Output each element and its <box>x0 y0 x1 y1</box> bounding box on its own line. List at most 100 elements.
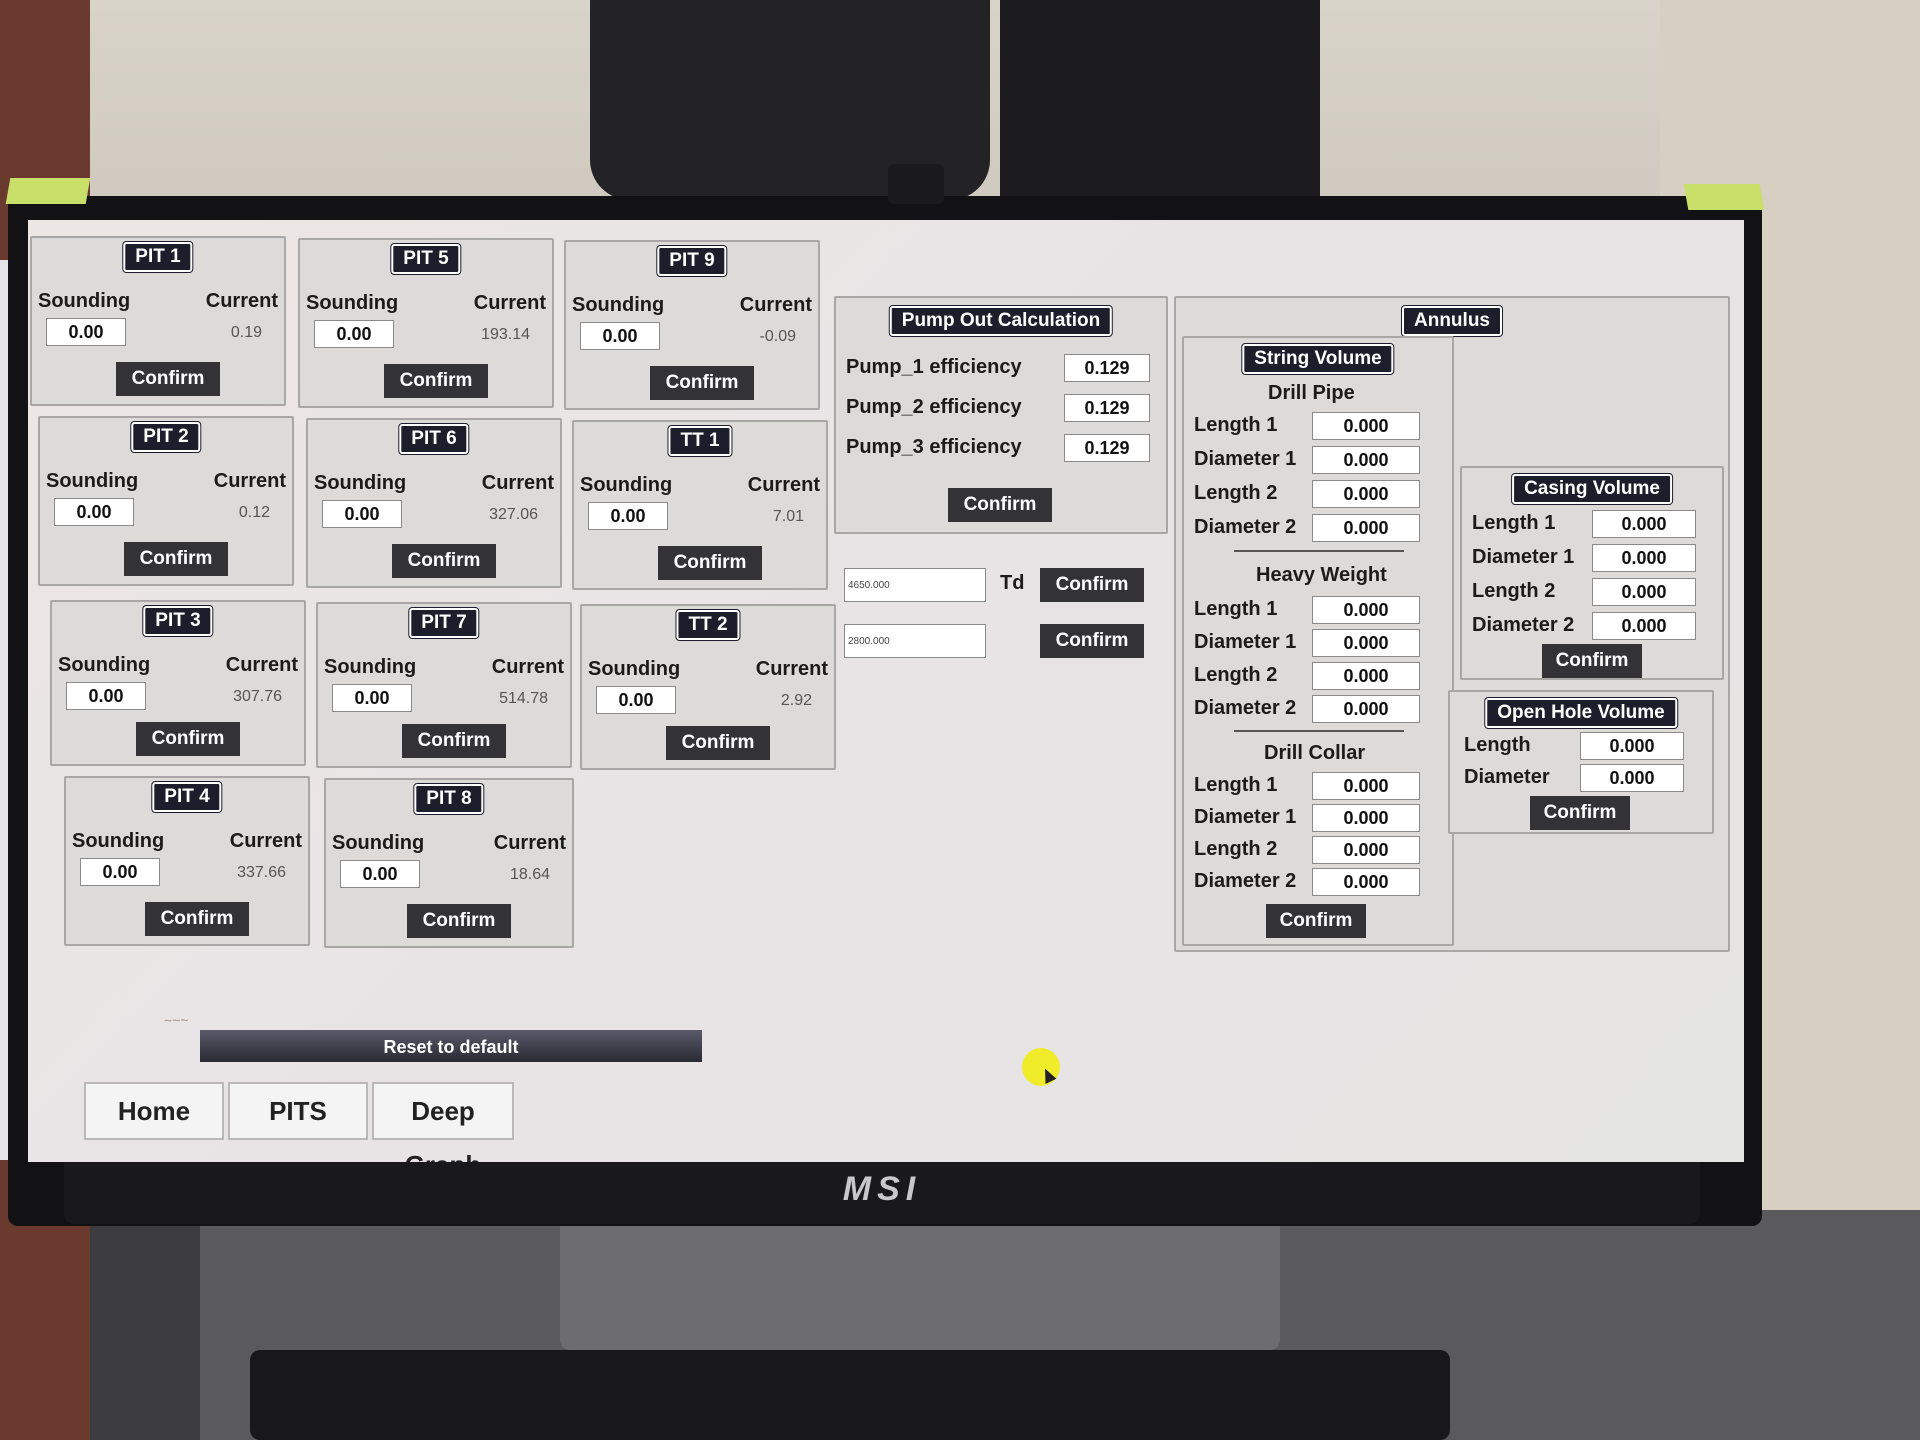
pump-2-input[interactable] <box>1064 394 1150 422</box>
cv-diameter-2-input[interactable] <box>1592 612 1696 640</box>
cv-length-1-input[interactable] <box>1592 510 1696 538</box>
pit-confirm-button[interactable]: Confirm <box>384 364 488 398</box>
pit-confirm-button[interactable]: Confirm <box>658 546 762 580</box>
pump-out-title: Pump Out Calculation <box>889 306 1113 336</box>
sounding-input[interactable] <box>340 860 420 888</box>
pit-title: PIT 7 <box>409 608 479 638</box>
sounding-input[interactable] <box>80 858 160 886</box>
pit-confirm-button[interactable]: Confirm <box>650 366 754 400</box>
current-value: 337.66 <box>237 864 286 881</box>
ohv-length-label: Length <box>1464 734 1531 756</box>
dp-diameter-2-label: Diameter 2 <box>1194 516 1297 538</box>
dp-length-2-input[interactable] <box>1312 480 1420 508</box>
pit-title: PIT 4 <box>152 782 222 812</box>
current-label: Current <box>213 470 286 492</box>
pump-confirm-button[interactable]: Confirm <box>948 488 1052 522</box>
pit-confirm-button[interactable]: Confirm <box>116 362 220 396</box>
sounding-input[interactable] <box>54 498 134 526</box>
td-confirm-button-2[interactable]: Confirm <box>1040 624 1144 658</box>
dp-length-1-input[interactable] <box>1312 412 1420 440</box>
dc-length-2-label: Length 2 <box>1194 838 1278 860</box>
pump-2-label: Pump_2 efficiency <box>846 396 1022 418</box>
dc-length-2-input[interactable] <box>1312 836 1420 864</box>
current-label: Current <box>491 656 564 678</box>
sounding-input[interactable] <box>322 500 402 528</box>
td-confirm-button-1[interactable]: Confirm <box>1040 568 1144 602</box>
tab-pits[interactable]: PITS <box>228 1082 368 1140</box>
sounding-label: Sounding <box>306 292 399 314</box>
dc-diameter-1-input[interactable] <box>1312 804 1420 832</box>
current-label: Current <box>481 472 554 494</box>
current-label: Current <box>473 292 546 314</box>
pump-1-input[interactable] <box>1064 354 1150 382</box>
pit-title: PIT 8 <box>414 784 484 814</box>
tab-home[interactable]: Home <box>84 1082 224 1140</box>
dc-diameter-2-input[interactable] <box>1312 868 1420 896</box>
string-volume-panel: String Volume Drill Pipe Length 1 Diamet… <box>1182 336 1454 946</box>
casing-volume-confirm-button[interactable]: Confirm <box>1542 644 1642 678</box>
pit-confirm-button[interactable]: Confirm <box>145 902 249 936</box>
cv-length-2-input[interactable] <box>1592 578 1696 606</box>
reset-default-button[interactable]: Reset to default <box>200 1030 702 1062</box>
dp-diameter-2-input[interactable] <box>1312 514 1420 542</box>
pit-confirm-button[interactable]: Confirm <box>407 904 511 938</box>
dc-diameter-2-label: Diameter 2 <box>1194 870 1297 892</box>
hw-length-1-input[interactable] <box>1312 596 1420 624</box>
sounding-input[interactable] <box>66 682 146 710</box>
pit-confirm-button[interactable]: Confirm <box>392 544 496 578</box>
td-input-2[interactable] <box>844 624 986 658</box>
tab-deep-graph[interactable]: Deep Graph <box>372 1082 514 1162</box>
dc-length-1-label: Length 1 <box>1194 774 1278 796</box>
pit-confirm-button[interactable]: Confirm <box>666 726 770 760</box>
pit-confirm-button[interactable]: Confirm <box>402 724 506 758</box>
webcam <box>888 164 944 204</box>
panel-pit-3: PIT 3 Sounding Current 307.76 Confirm <box>50 600 306 766</box>
sounding-label: Sounding <box>588 658 681 680</box>
panel-pit-4: PIT 4 Sounding Current 337.66 Confirm <box>64 776 310 946</box>
pit-confirm-button[interactable]: Confirm <box>124 542 228 576</box>
current-value: 514.78 <box>499 690 548 707</box>
ohv-diameter-label: Diameter <box>1464 766 1550 788</box>
panel-pit-9: PIT 9 Sounding Current -0.09 Confirm <box>564 240 820 410</box>
sounding-input[interactable] <box>314 320 394 348</box>
current-value: 18.64 <box>509 866 550 883</box>
sounding-input[interactable] <box>46 318 126 346</box>
sounding-input[interactable] <box>580 322 660 350</box>
hw-diameter-1-label: Diameter 1 <box>1194 631 1297 653</box>
panel-pit-8: PIT 8 Sounding Current 18.64 Confirm <box>324 778 574 948</box>
hw-length-2-input[interactable] <box>1312 662 1420 690</box>
hw-diameter-2-input[interactable] <box>1312 695 1420 723</box>
current-value: 0.12 <box>238 504 270 521</box>
open-hole-volume-panel: Open Hole Volume Length Diameter Confirm <box>1448 690 1714 834</box>
ohv-diameter-input[interactable] <box>1580 764 1684 792</box>
sounding-input[interactable] <box>332 684 412 712</box>
hw-diameter-1-input[interactable] <box>1312 629 1420 657</box>
sounding-label: Sounding <box>314 472 407 494</box>
current-label: Current <box>755 658 828 680</box>
sounding-input[interactable] <box>596 686 676 714</box>
sounding-label: Sounding <box>580 474 673 496</box>
dc-length-1-input[interactable] <box>1312 772 1420 800</box>
sounding-label: Sounding <box>58 654 151 676</box>
app-screen: PIT 1 Sounding Current 0.19 Confirm PIT … <box>28 220 1744 1162</box>
td-input-1[interactable] <box>844 568 986 602</box>
cv-diameter-1-input[interactable] <box>1592 544 1696 572</box>
panel-pit-7: PIT 7 Sounding Current 514.78 Confirm <box>316 602 572 768</box>
open-hole-confirm-button[interactable]: Confirm <box>1530 796 1630 830</box>
pit-confirm-button[interactable]: Confirm <box>136 722 240 756</box>
string-volume-confirm-button[interactable]: Confirm <box>1266 904 1366 938</box>
hw-length-1-label: Length 1 <box>1194 598 1278 620</box>
panel-pit-5: PIT 5 Sounding Current 193.14 Confirm <box>298 238 554 408</box>
dp-diameter-1-input[interactable] <box>1312 446 1420 474</box>
pump-3-input[interactable] <box>1064 434 1150 462</box>
current-label: Current <box>747 474 820 496</box>
td-label: Td <box>1000 572 1025 594</box>
pump-3-label: Pump_3 efficiency <box>846 436 1022 458</box>
current-label: Current <box>493 832 566 854</box>
hanging-coat <box>1000 0 1320 200</box>
ohv-length-input[interactable] <box>1580 732 1684 760</box>
sounding-input[interactable] <box>588 502 668 530</box>
current-label: Current <box>225 654 298 676</box>
panel-tt-2: TT 2 Sounding Current 2.92 Confirm <box>580 604 836 770</box>
